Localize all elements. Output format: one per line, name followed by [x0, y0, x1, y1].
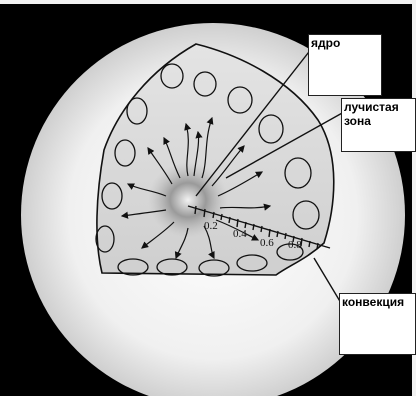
- radiative-zone-label-box: лучистая зона: [341, 98, 416, 152]
- radiative-zone-label-line2: зона: [344, 114, 413, 128]
- convection-label: конвекция: [342, 295, 404, 309]
- scale-tick-label: 0.2: [204, 220, 218, 232]
- core-label: ядро: [311, 36, 340, 50]
- scale-tick-label: 0.6: [260, 237, 274, 249]
- convection-label-box: конвекция: [339, 293, 416, 355]
- scale-tick-label: 0.8: [288, 239, 302, 251]
- core-label-box: ядро: [308, 34, 382, 96]
- scale-tick-label: 0.4: [233, 228, 247, 240]
- radiative-zone-label-line1: лучистая: [344, 100, 413, 114]
